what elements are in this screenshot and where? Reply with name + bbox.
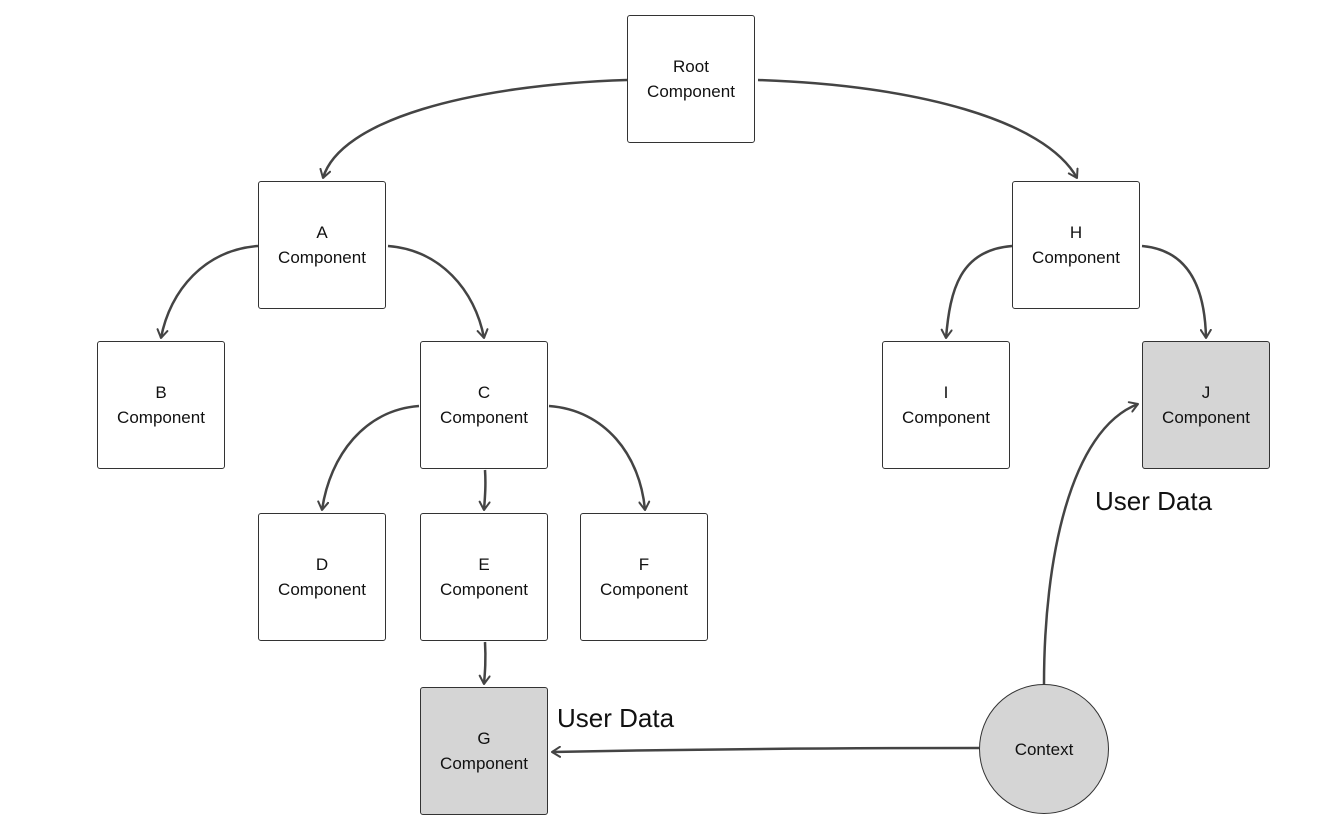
a-component-node: A Component	[258, 181, 386, 309]
edge-a-b	[156, 244, 259, 339]
edge-h-i	[940, 244, 1013, 339]
c-component-node: C Component	[420, 341, 548, 469]
b-component-subtitle: Component	[117, 408, 205, 427]
e-component-node: E Component	[420, 513, 548, 641]
i-component-subtitle: Component	[902, 408, 990, 427]
f-component-subtitle: Component	[600, 580, 688, 599]
root-component-title: Root	[673, 57, 709, 76]
g-component-subtitle: Component	[440, 754, 528, 773]
edge-context-j	[1042, 401, 1139, 685]
d-component-node: D Component	[258, 513, 386, 641]
e-component-title: E	[478, 555, 490, 574]
h-component-subtitle: Component	[1032, 248, 1120, 267]
root-component-subtitle: Component	[647, 82, 735, 101]
edge-c-f	[548, 404, 651, 511]
b-component-title: B	[155, 383, 167, 402]
edge-h-j	[1141, 244, 1212, 339]
edge-e-g	[478, 641, 491, 685]
h-component-title: H	[1069, 223, 1083, 242]
i-component-title: I	[943, 383, 949, 402]
d-component-subtitle: Component	[278, 580, 366, 599]
edge-c-e	[478, 469, 491, 511]
context-node: Context	[979, 684, 1109, 814]
edge-context-g	[551, 745, 980, 758]
c-component-title: C	[477, 383, 491, 402]
g-component-node: G Component	[420, 687, 548, 815]
edge-c-d	[317, 404, 420, 511]
f-component-node: F Component	[580, 513, 708, 641]
h-component-node: H Component	[1012, 181, 1140, 309]
user-data-label-g: User Data	[557, 703, 675, 733]
root-component-node: Root Component	[627, 15, 755, 143]
e-component-subtitle: Component	[440, 580, 528, 599]
edge-a-c	[387, 244, 489, 339]
a-component-title: A	[316, 223, 328, 242]
j-component-title: J	[1201, 383, 1211, 402]
user-data-label-j: User Data	[1095, 486, 1213, 516]
a-component-subtitle: Component	[278, 248, 366, 267]
context-label: Context	[1014, 739, 1074, 759]
f-component-title: F	[638, 555, 650, 574]
g-component-title: G	[477, 729, 491, 748]
edge-root-a	[319, 78, 628, 179]
i-component-node: I Component	[882, 341, 1010, 469]
d-component-title: D	[315, 555, 329, 574]
edge-root-h	[757, 78, 1079, 179]
b-component-node: B Component	[97, 341, 225, 469]
c-component-subtitle: Component	[440, 408, 528, 427]
j-component-subtitle: Component	[1162, 408, 1250, 427]
j-component-node: J Component	[1142, 341, 1270, 469]
